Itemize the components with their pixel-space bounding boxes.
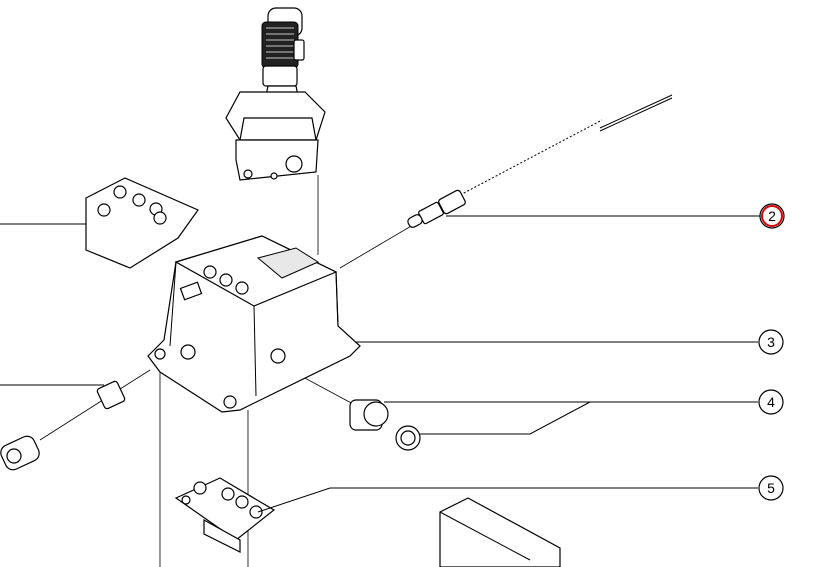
decal-plate-component bbox=[85, 177, 199, 269]
callout-4-label: 4 bbox=[767, 394, 775, 410]
callout-2[interactable]: 2 bbox=[759, 203, 785, 229]
cable-gland-component bbox=[349, 399, 421, 451]
callout-3[interactable]: 3 bbox=[758, 329, 784, 355]
callout-4-circle[interactable] bbox=[758, 389, 784, 415]
callout-2-label: 2 bbox=[768, 208, 776, 224]
housing-component bbox=[147, 235, 361, 413]
callout-3-circle[interactable] bbox=[758, 329, 784, 355]
callout-4[interactable]: 4 bbox=[758, 389, 784, 415]
callout-5-circle[interactable] bbox=[758, 475, 784, 501]
cable-connector-component bbox=[407, 94, 673, 228]
callout-5-label: 5 bbox=[767, 480, 775, 496]
left-leader-lines bbox=[0, 223, 104, 386]
module-box-component bbox=[439, 497, 561, 567]
callout-3-label: 3 bbox=[767, 334, 775, 350]
callout-leader-lines bbox=[257, 215, 760, 513]
joystick-component bbox=[225, 7, 326, 181]
plug-component bbox=[0, 380, 126, 471]
callout-2-selection-ring bbox=[761, 205, 783, 227]
circuit-board-component bbox=[174, 477, 276, 553]
callout-2-circle[interactable] bbox=[759, 203, 785, 229]
callout-5[interactable]: 5 bbox=[758, 475, 784, 501]
